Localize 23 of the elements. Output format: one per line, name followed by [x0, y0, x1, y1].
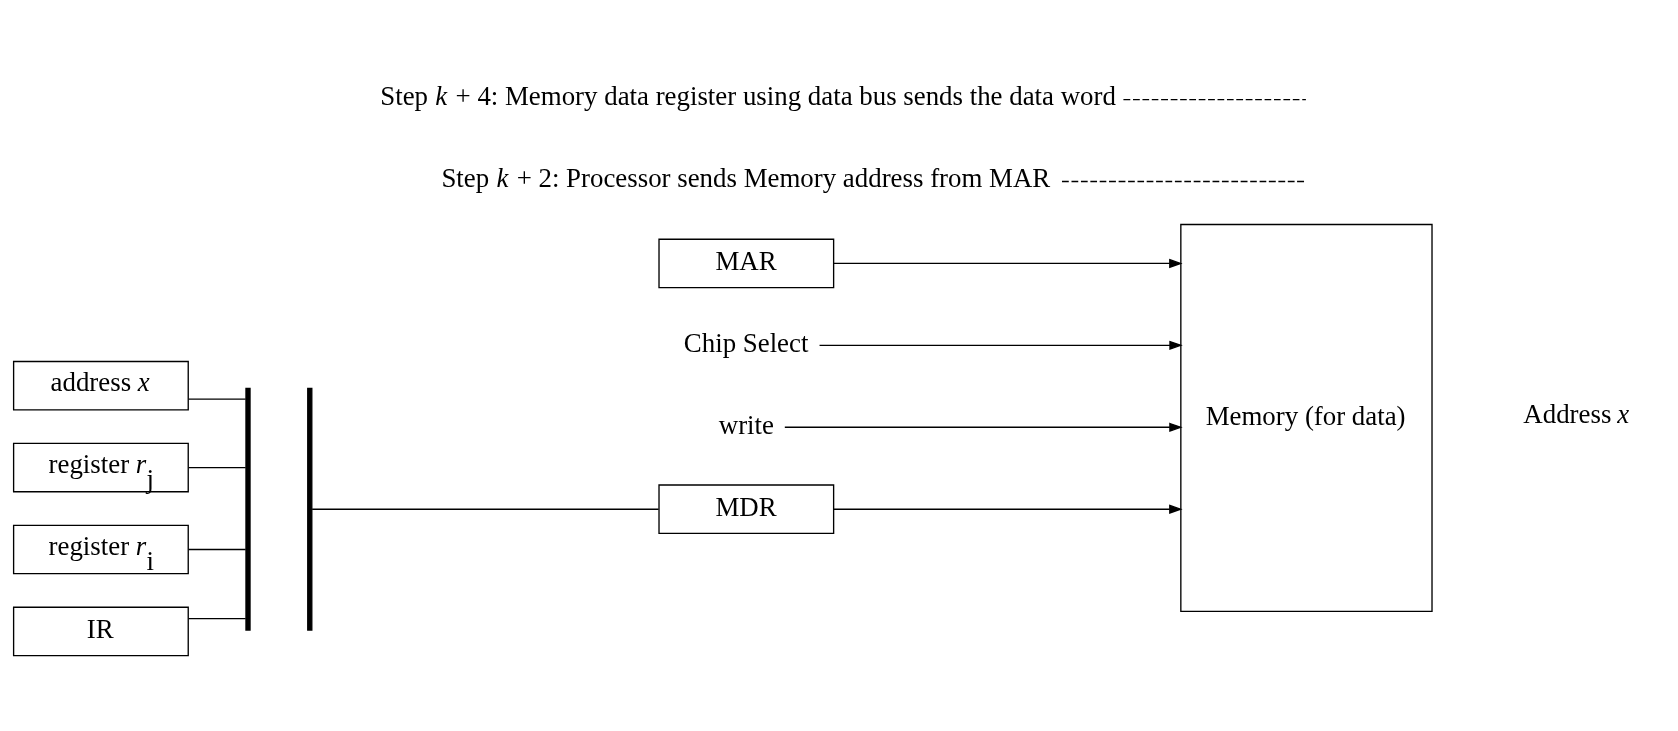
node-box: MDR — [658, 484, 835, 535]
connector — [187, 466, 247, 469]
connector — [187, 548, 247, 551]
node-bar — [307, 387, 313, 631]
connector — [1061, 180, 1307, 183]
arrow — [833, 258, 1183, 269]
node-box: Memory (for data) — [1180, 223, 1433, 612]
node-bar — [245, 387, 251, 631]
arrow — [784, 422, 1183, 432]
node-box: MAR — [658, 238, 835, 289]
node-text: write — [718, 410, 774, 440]
connector — [1122, 98, 1307, 101]
node-label: Address x — [1523, 399, 1630, 430]
node-text: Chip Select — [683, 328, 809, 359]
node-box: IR — [12, 606, 189, 657]
connector — [187, 618, 247, 620]
node-box: address x — [12, 360, 189, 411]
arrow — [833, 504, 1183, 514]
arrow — [818, 340, 1183, 351]
connector — [311, 508, 660, 510]
node-text: Step k + 2: Processor sends Memory address from MAR — [441, 162, 1051, 193]
connector — [187, 398, 247, 400]
node-text: Step k + 4: Memory data register using data bus sends the data word — [380, 80, 1116, 111]
